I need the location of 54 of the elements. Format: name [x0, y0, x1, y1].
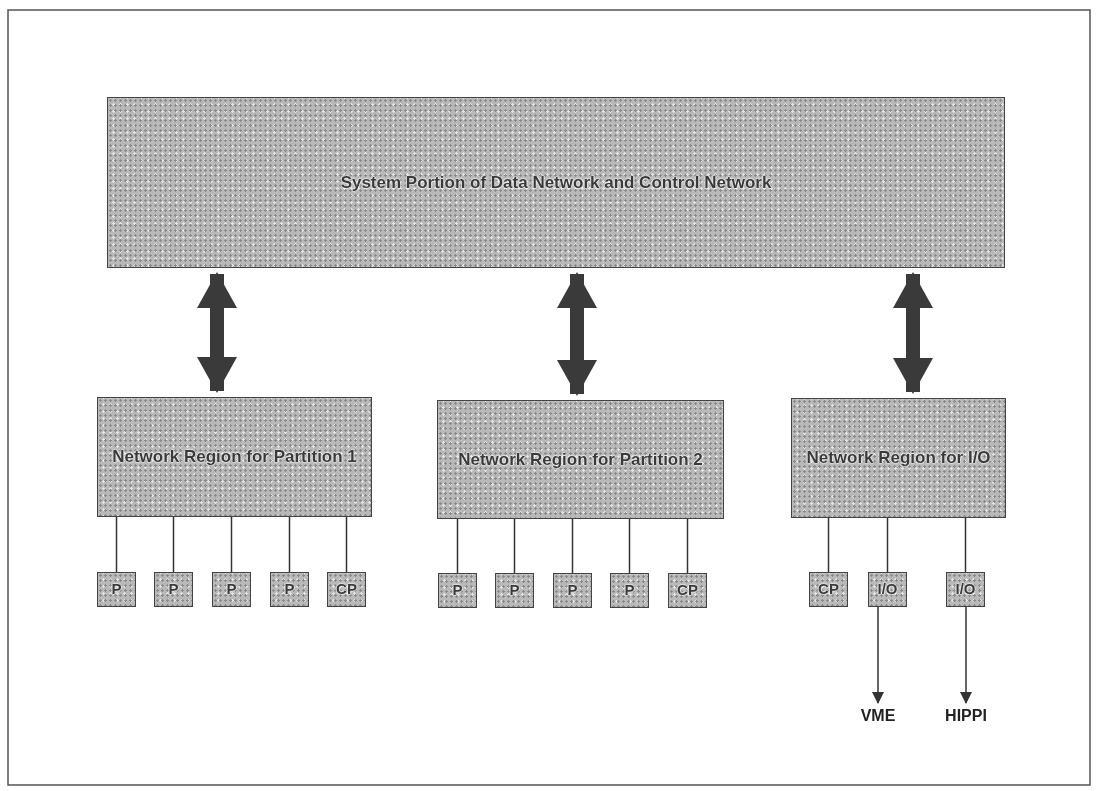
region-box: [97, 397, 372, 517]
connector-line: [964, 517, 967, 573]
processor-box: [946, 572, 985, 607]
box-label: P: [452, 581, 463, 600]
box-label: P: [284, 580, 295, 599]
connector-line: [827, 517, 830, 573]
box-label: System Portion of Data Network and Control Network: [339, 171, 773, 194]
processor-box: [327, 572, 366, 607]
connector-line: [288, 516, 291, 573]
connector-line: [571, 518, 574, 574]
connector-line: [513, 518, 516, 574]
box-label: P: [168, 580, 179, 599]
box-label: P: [111, 580, 122, 599]
arrow: [960, 606, 972, 704]
region-box: [437, 400, 724, 519]
processor-box: [212, 572, 251, 607]
connector-line: [456, 518, 459, 574]
box-label: P: [567, 581, 578, 600]
box-label: P: [226, 580, 237, 599]
double-arrow: [893, 272, 933, 394]
network-box: [107, 97, 1005, 268]
box-label: Network Region for I/O: [805, 447, 992, 469]
double-arrow: [557, 272, 597, 396]
processor-box: [809, 572, 848, 607]
box-label: CP: [336, 580, 357, 599]
processor-box: [553, 573, 592, 608]
connector-line: [345, 516, 348, 573]
output-label: VME: [860, 706, 896, 726]
output-label: HIPPI: [945, 706, 987, 726]
processor-box: [610, 573, 649, 608]
connector-line: [230, 516, 233, 573]
connector-line: [686, 518, 689, 574]
box-label: Network Region for Partition 1: [111, 446, 358, 468]
connector-line: [115, 516, 118, 573]
region-box: [791, 398, 1006, 518]
box-label: P: [624, 581, 635, 600]
box-label: CP: [677, 581, 698, 600]
connector-line: [172, 516, 175, 573]
box-label: I/O: [877, 580, 898, 599]
box-label: I/O: [955, 580, 976, 599]
processor-box: [97, 572, 136, 607]
processor-box: [270, 572, 309, 607]
box-label: Network Region for Partition 2: [457, 448, 704, 471]
processor-box: [868, 572, 907, 607]
processor-box: [495, 573, 534, 608]
processor-box: [668, 573, 707, 608]
arrow: [872, 606, 884, 704]
double-arrow: [197, 272, 237, 393]
processor-box: [438, 573, 477, 608]
connector-line: [886, 517, 889, 573]
box-label: P: [509, 581, 520, 600]
box-label: CP: [818, 580, 839, 599]
connector-line: [628, 518, 631, 574]
processor-box: [154, 572, 193, 607]
